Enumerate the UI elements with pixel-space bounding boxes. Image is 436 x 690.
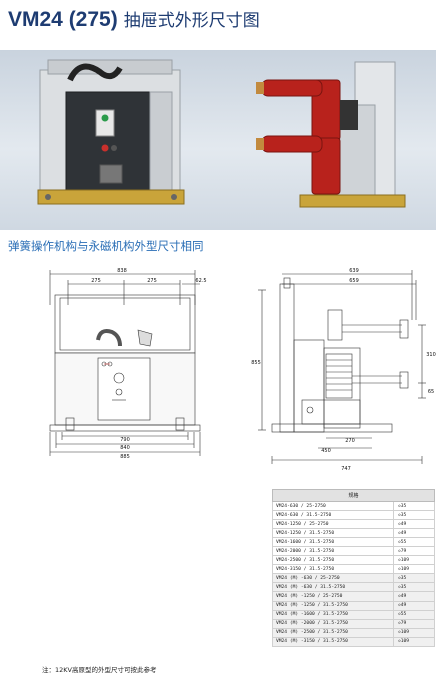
size-cell: ◇55 [393, 537, 435, 548]
title-chinese: 抽屉式外形尺寸图 [123, 11, 260, 31]
dim-840: 840 [120, 445, 130, 451]
size-cell: ◇49 [393, 519, 435, 530]
dim-65: 65 [428, 389, 434, 395]
table-row: VM24 (M) -630 / 25-2750◇35 [272, 573, 435, 584]
dim-790: 790 [120, 437, 130, 443]
page-title: VM24 (275) 抽屉式外形尺寸图 [8, 6, 260, 36]
table-row: VM24-2500 / 31.5-2750◇109 [272, 555, 435, 566]
dim-310: 310 [426, 352, 436, 358]
spec-cell: VM24 (M) -1250 / 25-2750 [272, 591, 394, 602]
table-row: VM24-1600 / 31.5-2750◇55 [272, 537, 435, 548]
spec-table-header: 规格 [272, 489, 435, 502]
dim-62-5: 62.5 [195, 278, 206, 284]
side-view-drawing: 639 659 855 310 65 270 450 747 [251, 268, 436, 472]
size-cell: ◇49 [393, 591, 435, 602]
spec-cell: VM24 (M) -3150 / 31.5-2750 [272, 636, 394, 647]
dim-270: 270 [345, 438, 355, 444]
product-photos [37, 59, 406, 208]
dim-275-left: 275 [91, 278, 101, 284]
table-row: VM24 (M) -2000 / 31.5-2750◇79 [272, 618, 435, 629]
spec-cell: VM24-3150 / 31.5-2750 [272, 564, 394, 575]
spec-cell: VM24 (M) -2500 / 31.5-2750 [272, 627, 394, 638]
table-row: VM24-2000 / 31.5-2750◇79 [272, 546, 435, 557]
dim-639: 639 [349, 268, 359, 274]
table-row: VM24-630 / 31.5-2750◇35 [272, 510, 435, 521]
product-photo-band [0, 50, 436, 230]
spec-cell: VM24 (M) -2000 / 31.5-2750 [272, 618, 394, 629]
spec-cell: VM24-630 / 31.5-2750 [272, 510, 394, 521]
dim-747: 747 [341, 466, 351, 472]
size-cell: ◇109 [393, 555, 435, 566]
table-row: VM24 (M) -630 / 31.5-2750◇35 [272, 582, 435, 593]
size-cell: ◇49 [393, 528, 435, 539]
size-cell: ◇35 [393, 573, 435, 584]
table-row: VM24-3150 / 31.5-2750◇109 [272, 564, 435, 575]
spec-cell: VM24-1600 / 31.5-2750 [272, 537, 394, 548]
table-row: VM24-630 / 25-2750◇35 [272, 500, 435, 512]
table-row: VM24 (M) -2500 / 31.5-2750◇109 [272, 627, 435, 638]
front-view-drawing: 838 275 275 62.5 790 840 885 [49, 268, 207, 460]
dim-855: 855 [251, 360, 261, 366]
size-cell: ◇109 [393, 627, 435, 638]
size-cell: ◇79 [393, 546, 435, 557]
table-row: VM24-1250 / 31.5-2750◇49 [272, 528, 435, 539]
size-cell: ◇55 [393, 609, 435, 620]
breaker-front-photo [37, 59, 185, 205]
table-row: VM24-1250 / 25-2750◇49 [272, 519, 435, 530]
spec-cell: VM24 (M) -1250 / 31.5-2750 [272, 600, 394, 611]
subtitle: 弹簧操作机构与永磁机构外型尺寸相同 [8, 239, 204, 253]
spec-cell: VM24-1250 / 31.5-2750 [272, 528, 394, 539]
spec-cell: VM24-2500 / 31.5-2750 [272, 555, 394, 566]
size-cell: ◇49 [393, 600, 435, 611]
size-cell: ◇35 [393, 500, 435, 512]
spec-cell: VM24 (M) -630 / 25-2750 [272, 573, 394, 584]
dim-885: 885 [120, 454, 130, 460]
model-name: VM24 (275) [8, 8, 118, 31]
spec-cell: VM24-1250 / 25-2750 [272, 519, 394, 530]
dim-659: 659 [349, 278, 359, 284]
spec-cell: VM24-630 / 25-2750 [272, 500, 394, 512]
table-row: VM24 (M) -1250 / 25-2750◇49 [272, 591, 435, 602]
size-cell: ◇79 [393, 618, 435, 629]
dim-838: 838 [117, 268, 127, 274]
size-cell: ◇35 [393, 582, 435, 593]
table-row: VM24 (M) -3150 / 31.5-2750◇109 [272, 636, 435, 647]
size-cell: ◇35 [393, 510, 435, 521]
size-cell: ◇109 [393, 636, 435, 647]
dim-450: 450 [321, 448, 331, 454]
spec-cell: VM24-2000 / 31.5-2750 [272, 546, 394, 557]
breaker-side-photo [256, 61, 406, 208]
size-cell: ◇109 [393, 564, 435, 575]
footnote: 注：12KV高原型的外型尺寸可按此参考 [42, 666, 157, 674]
spec-cell: VM24 (M) -1600 / 31.5-2750 [272, 609, 394, 620]
dim-275-right: 275 [147, 278, 157, 284]
spec-cell: VM24 (M) -630 / 31.5-2750 [272, 582, 394, 593]
table-row: VM24 (M) -1250 / 31.5-2750◇49 [272, 600, 435, 611]
table-row: VM24 (M) -1600 / 31.5-2750◇55 [272, 609, 435, 620]
